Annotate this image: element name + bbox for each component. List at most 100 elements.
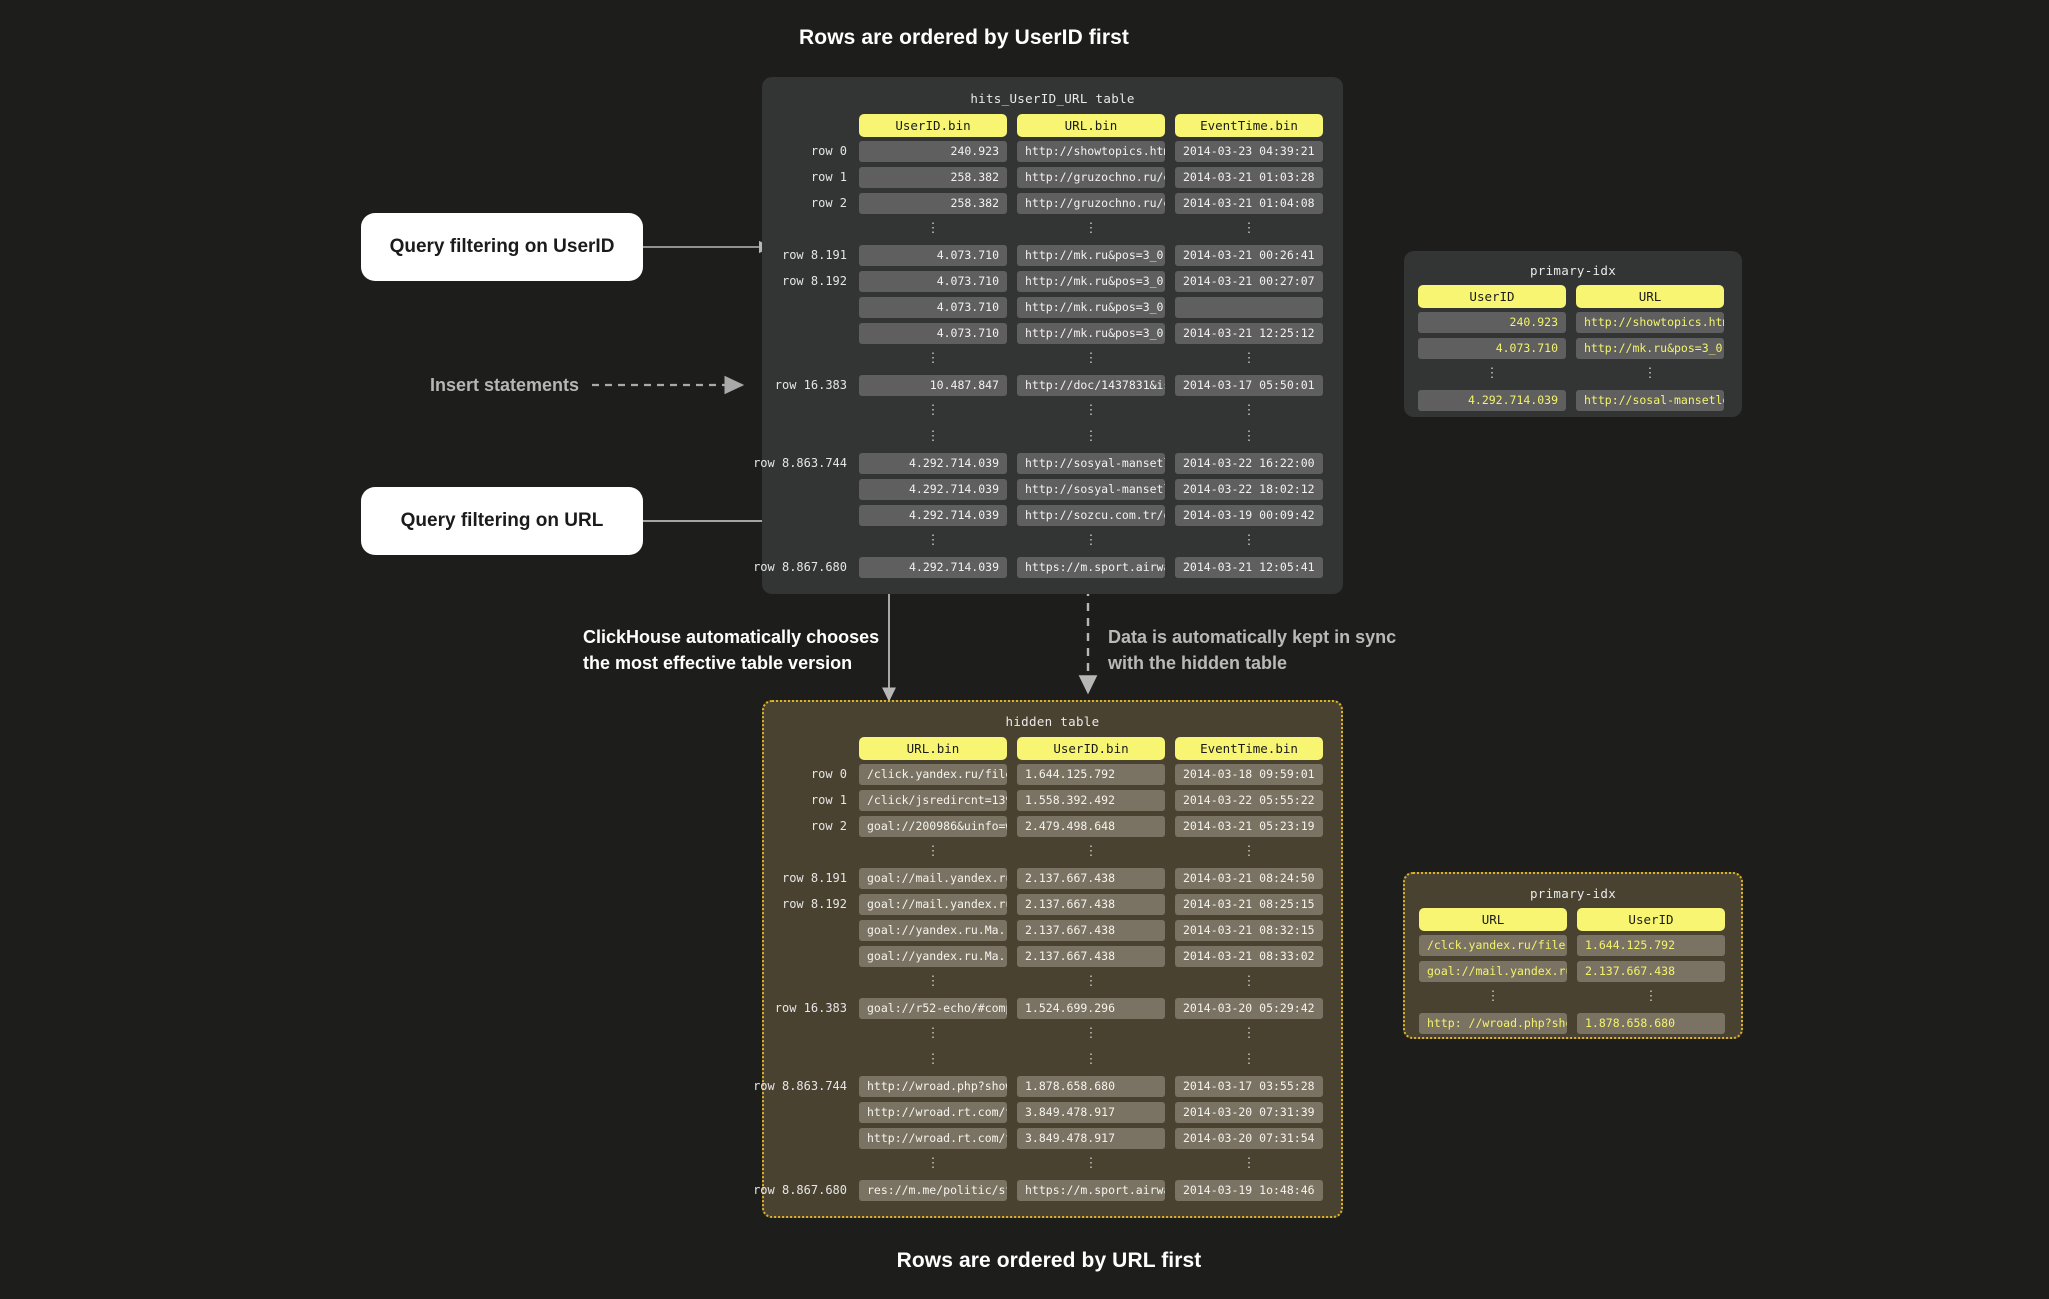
table-header-row: URL.bin UserID.bin EventTime.bin [859,735,1323,761]
column-header-3[interactable]: EventTime.bin [1175,113,1323,137]
table-cell: 2014-03-22 16:22:00 [1175,452,1323,474]
index-cell: 1.878.658.680 [1577,1012,1725,1034]
table-cell: http://mk.ru&pos=3_0 [1017,322,1165,344]
row-label: row 2 [810,196,847,210]
table-cell: 10.487.847 [859,374,1007,396]
row-label: row 8.867.680 [753,560,847,574]
row-label: row 8.191 [781,871,847,885]
vertical-ellipsis: ⋮ [1242,220,1256,236]
index-row[interactable]: /clck.yandex.ru/file.com...1.644.125.792 [1419,932,1725,958]
table-row[interactable]: row 8.863.744http://wroad.php?show/7...1… [753,1073,1323,1099]
table-cell: http://mk.ru&pos=3_0 [1017,244,1165,266]
index-cell: http: //wroad.php?show/7... [1419,1012,1567,1034]
ellipsis-row: ⋮⋮⋮ [859,424,1323,450]
table-row[interactable]: row 0/click.yandex.ru/file.co ...1.644.1… [811,761,1323,787]
ellipsis-cell: ⋮ [859,972,1007,993]
column-header-1[interactable]: UserID.bin [859,113,1007,137]
index-row[interactable]: 240.923http://showtopics.html%3... [1418,309,1724,335]
table-cell: 2014-03-21 08:32:15 [1175,919,1323,941]
ellipsis-cell: ⋮ [1017,349,1165,370]
table-cell: 2014-03-17 03:55:28 [1175,1075,1323,1097]
index-cell: 1.644.125.792 [1577,934,1725,956]
ellipsis-cell: ⋮ [1017,531,1165,552]
table-cell: 2014-03-21 08:33:02 [1175,945,1323,967]
index-column-header-1[interactable]: URL [1419,907,1567,931]
table-cell: http://mk.ru&pos=3_0 [1017,296,1165,318]
primary-index-bottom-title: primary-idx [1529,886,1617,901]
callout-query-filtering-url[interactable]: Query filtering on URL [361,487,643,555]
table-row[interactable]: 4.292.714.039http://sozcu.com.tr/oaut201… [859,502,1323,528]
ellipsis-cell: ⋮ [1017,972,1165,993]
ellipsis-row: ⋮⋮⋮ [859,1151,1323,1177]
table-row[interactable]: row 8.192goal://mail.yandex.ru/Ma...2.13… [782,891,1323,917]
callout-query-filtering-userid[interactable]: Query filtering on UserID [361,213,643,281]
ellipsis-cell: ⋮ [859,1154,1007,1175]
vertical-ellipsis: ⋮ [1084,220,1098,236]
ellipsis-cell: ⋮ [1576,364,1724,385]
table-cell: 2014-03-19 1o:48:46 [1175,1179,1323,1201]
table-cell [1175,296,1323,318]
index-row[interactable]: goal://mail.yandex.ru/Ma...2.137.667.438 [1419,958,1725,984]
index-row[interactable]: http: //wroad.php?show/7... 1.878.658.680 [1419,1010,1725,1036]
index-row[interactable]: 4.292.714.039http://sosal-mansetleri... [1418,387,1724,413]
ellipsis-row: ⋮⋮⋮ [859,839,1323,865]
table-row[interactable]: row 2goal://200986&uinfo=wn-1...2.479.49… [811,813,1323,839]
column-header-1[interactable]: URL.bin [859,736,1007,760]
index-cell: 2.137.667.438 [1577,960,1725,982]
table-cell: http://gruzochno.ru/ekat... [1017,166,1165,188]
table-cell: https://m.sport.airway/? [1017,1179,1165,1201]
vertical-ellipsis: ⋮ [1084,428,1098,444]
table-row[interactable]: 4.292.714.039http://sosyal-mansetleri...… [859,476,1323,502]
table-cell: 2014-03-22 05:55:22 [1175,789,1323,811]
index-ellipsis-row: ⋮⋮ [1419,984,1725,1010]
table-cell: http://sosyal-mansetleri... [1017,452,1165,474]
table-cell: 2014-03-21 01:04:08 [1175,192,1323,214]
table-cell: 2014-03-21 00:27:07 [1175,270,1323,292]
table-row[interactable]: row 1/click/jsredircnt=1395412...1.558.3… [811,787,1323,813]
ellipsis-cell: ⋮ [1017,1154,1165,1175]
table-cell: http://showtopics.html%3... [1017,140,1165,162]
ellipsis-cell: ⋮ [1577,987,1725,1008]
column-header-3[interactable]: EventTime.bin [1175,736,1323,760]
table-row[interactable]: row 8.867.680res://m.me/politic/stati...… [753,1177,1323,1203]
table-cell: 2014-03-17 05:50:01 [1175,374,1323,396]
ellipsis-row: ⋮⋮⋮ [859,398,1323,424]
table-cell: 2014-03-21 08:25:15 [1175,893,1323,915]
table-cell: 4.073.710 [859,270,1007,292]
table-cell: 2014-03-23 04:39:21 [1175,140,1323,162]
table-cell: http://gruzochno.ru/ekat... [1017,192,1165,214]
table-row[interactable]: row 8.191goal://mail.yandex.ru/Ma...2.13… [782,865,1323,891]
column-header-2[interactable]: URL.bin [1017,113,1165,137]
ellipsis-cell: ⋮ [859,1024,1007,1045]
vertical-ellipsis: ⋮ [1486,988,1500,1004]
row-label: row 2 [810,819,847,833]
index-column-header-1[interactable]: UserID [1418,284,1566,308]
table-row[interactable]: row 0240.923http://showtopics.html%3...2… [811,138,1323,164]
table-cell: 3.849.478.917 [1017,1127,1165,1149]
index-column-header-2[interactable]: URL [1576,284,1724,308]
table-row[interactable]: row 2258.382http://gruzochno.ru/ekat...2… [811,190,1323,216]
table-row[interactable]: row 1258.382http://gruzochno.ru/ekat...2… [811,164,1323,190]
index-column-header-2[interactable]: UserID [1577,907,1725,931]
table-row[interactable]: http://wroad.rt.com/tr/...3.849.478.9172… [859,1099,1323,1125]
table-cell: 4.292.714.039 [859,478,1007,500]
table-cell: 2014-03-19 00:09:42 [1175,504,1323,526]
primary-index-bottom-panel: primary-idx URL UserID/clck.yandex.ru/fil… [1403,872,1743,1039]
table-row[interactable]: row 16.383goal://r52-echo/#compose...1.5… [775,995,1323,1021]
row-label: row 8.863.744 [753,1079,847,1093]
row-label: row 8.192 [781,897,847,911]
ellipsis-row: ⋮⋮⋮ [859,1047,1323,1073]
column-header-2[interactable]: UserID.bin [1017,736,1165,760]
table-row[interactable]: http://wroad.rt.com/tr/...3.849.478.9172… [859,1125,1323,1151]
vertical-ellipsis: ⋮ [1084,1025,1098,1041]
